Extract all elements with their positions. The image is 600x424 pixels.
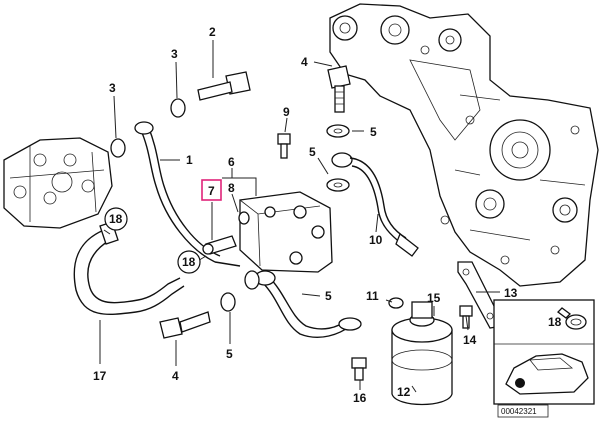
inset-frame [493,299,595,405]
callout-17[interactable]: 17 [93,369,107,383]
callout-11[interactable]: 11 [366,289,379,303]
pipe-10 [331,152,419,257]
callout-5-mid[interactable]: 5 [309,145,316,159]
callout-13[interactable]: 13 [504,286,518,300]
callout-12[interactable]: 12 [397,385,411,399]
oil-reservoir-12 [391,301,453,406]
callout-10[interactable]: 10 [369,233,383,247]
reference-code: 00042321 [501,407,537,416]
callouts: 2 3 3 4 9 5 1 6 5 8 7 10 18 18 5 5 4 17 … [93,25,562,405]
reference-code-box [497,404,549,418]
callout-3-top[interactable]: 3 [171,47,178,61]
callout-1[interactable]: 1 [186,153,193,167]
callout-2[interactable]: 2 [209,25,216,39]
callout-4-top[interactable]: 4 [301,55,308,69]
banjo-bolt-4-top [327,65,351,113]
callout-3-left[interactable]: 3 [109,81,116,95]
return-line [254,270,362,338]
suction-hose-17 [73,221,185,316]
callout-5-right[interactable]: 5 [325,289,332,303]
washer-5-mid [326,178,350,192]
bolt-16 [351,357,367,381]
callout-7[interactable]: 7 [208,184,215,198]
callout-14[interactable]: 14 [463,333,477,347]
power-steering-pump [3,137,113,229]
banjo-bolt-4-bottom [159,311,211,339]
callout-6[interactable]: 6 [228,155,235,169]
bolt-2 [197,71,251,101]
callout-9[interactable]: 9 [283,105,290,119]
highlight-box [201,179,222,201]
washer-3-top [170,98,186,118]
washer-5-lower [244,270,260,290]
engine-block [329,3,599,287]
callout-18-inset[interactable]: 18 [548,315,562,329]
seal-ring-8 [238,211,250,225]
washer-5-top [326,124,350,138]
callout-15[interactable]: 15 [427,291,441,305]
callout-4-bottom[interactable]: 4 [172,369,179,383]
callout-8[interactable]: 8 [228,181,235,195]
washer-5-bottom [220,292,236,312]
leader-lines [99,40,500,393]
hose-clamp-18 [557,307,587,330]
callout-16[interactable]: 16 [353,391,367,405]
valve-block [239,191,333,273]
callout-18-mid[interactable]: 18 [182,255,196,269]
callout-18-bubble-left [104,207,128,231]
callout-18-left[interactable]: 18 [109,212,123,226]
callout-5-top[interactable]: 5 [370,125,377,139]
fitting-7 [202,235,237,255]
bolt-9 [277,133,291,159]
car-illustration [505,353,589,395]
callout-5-bottom[interactable]: 5 [226,347,233,361]
pressure-hose-1 [134,121,241,267]
seal-ring-11 [388,297,404,309]
washer-3-left [110,138,126,158]
callout-18-bubble-mid [177,250,201,274]
